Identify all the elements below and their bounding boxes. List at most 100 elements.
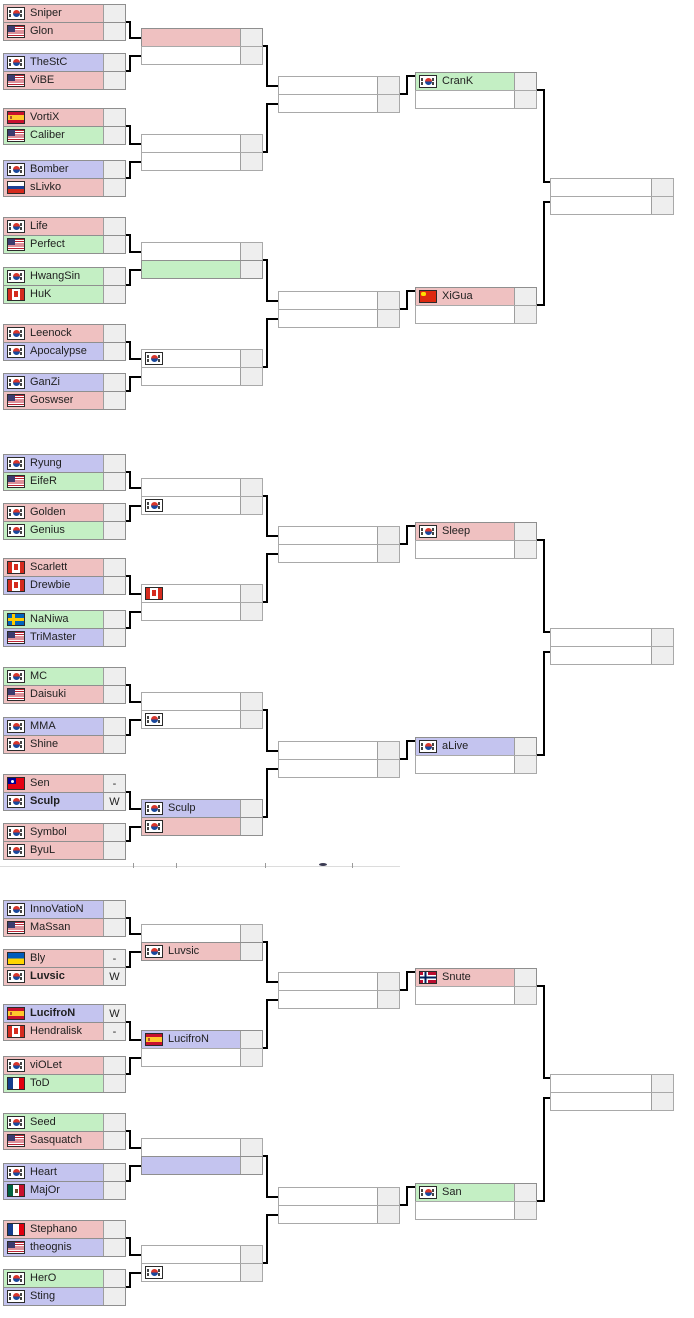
bracket-connector: [129, 341, 131, 360]
bracket-connector: [126, 791, 131, 793]
bracket-connector: [126, 70, 131, 72]
bracket-connector: [263, 601, 268, 603]
score-box: [240, 800, 262, 817]
usa-flag-icon: [7, 394, 25, 407]
bracket-slot: [415, 1201, 537, 1220]
bracket-connector: [126, 284, 131, 286]
bracket-connector: [126, 966, 131, 968]
usa-flag-icon: [7, 688, 25, 701]
player-slot-stephano: Stephano: [3, 1220, 126, 1239]
bracket-connector: [129, 268, 141, 271]
bracket-slot: [141, 46, 263, 65]
bracket-connector: [129, 160, 131, 179]
score-box: [103, 1182, 125, 1199]
bracket-connector: [266, 317, 268, 368]
player-slot-ganzi: GanZi: [3, 373, 126, 392]
bracket-connector: [266, 317, 278, 320]
bracket-connector: [543, 539, 545, 633]
player-name: Bly: [30, 952, 46, 964]
bracket-connector: [263, 259, 268, 261]
bracket-connector: [129, 160, 141, 163]
bracket-connector: [129, 950, 141, 953]
bracket-connector: [129, 1237, 131, 1256]
bracket-connector: [266, 299, 278, 302]
score-box: [103, 522, 125, 539]
score-box: [103, 1057, 125, 1074]
player-slot-trimaster: TriMaster: [3, 628, 126, 647]
player-slot-perfect: Perfect: [3, 235, 126, 254]
canada-flag-icon: [7, 579, 25, 592]
player-slot-theognis: theognis: [3, 1238, 126, 1257]
player-name: Sculp: [168, 802, 196, 814]
player-slot-scarlett: Scarlett: [3, 558, 126, 577]
score-box: [103, 127, 125, 144]
score-box: [240, 1264, 262, 1281]
bracket-slot: [278, 741, 400, 760]
score-box: -: [103, 950, 125, 967]
score-box: [103, 236, 125, 253]
bracket-connector: [129, 1056, 131, 1075]
usa-flag-icon: [7, 238, 25, 251]
bracket-connector: [129, 54, 141, 57]
bracket-connector: [406, 971, 408, 991]
score-box: [240, 368, 262, 385]
bracket-slot: [141, 496, 263, 515]
bracket-connector: [266, 998, 268, 1049]
bracket-connector: [266, 1155, 268, 1198]
player-slot-bomber: Bomber: [3, 160, 126, 179]
score-box: [377, 742, 399, 759]
player-name: MajOr: [30, 1184, 60, 1196]
bracket-connector: [543, 201, 550, 203]
bracket-connector: [406, 525, 408, 545]
player-name: theognis: [30, 1241, 72, 1253]
divider-tick: [133, 863, 134, 868]
bracket-connector: [129, 932, 141, 935]
score-box: [240, 925, 262, 942]
bracket-connector: [126, 1180, 131, 1182]
divider-tick: [352, 863, 353, 868]
player-name: Perfect: [30, 238, 65, 250]
bracket-connector: [129, 684, 131, 703]
player-slot-huk: HuK: [3, 285, 126, 304]
player-slot-lucifron: LucifroN: [141, 1030, 263, 1049]
bracket-connector: [129, 592, 141, 595]
score-box: W: [103, 968, 125, 985]
bracket-connector: [266, 495, 268, 537]
bracket-connector: [406, 290, 408, 310]
player-name: Luvsic: [168, 945, 200, 957]
bracket-slot: [278, 759, 400, 778]
score-box: [651, 629, 673, 646]
score-box: [514, 969, 536, 986]
score-box: [240, 1157, 262, 1174]
bracket-connector: [129, 791, 131, 810]
bracket-slot: [415, 90, 537, 109]
player-name: Scarlett: [30, 561, 68, 573]
player-slot-shine: Shine: [3, 735, 126, 754]
player-slot-caliber: Caliber: [3, 126, 126, 145]
bracket-connector: [129, 21, 131, 39]
score-box: -: [103, 775, 125, 792]
south-korea-flag-icon: [7, 903, 25, 916]
usa-flag-icon: [7, 74, 25, 87]
score-box: [103, 559, 125, 576]
bracket-connector: [543, 1097, 545, 1202]
player-name: TriMaster: [30, 631, 77, 643]
player-slot-mc: MC: [3, 667, 126, 686]
score-box: [514, 306, 536, 323]
bracket-connector: [129, 486, 141, 489]
score-box: [514, 1184, 536, 1201]
player-slot-bly: Bly -: [3, 949, 126, 968]
score-box: -: [103, 1023, 125, 1040]
south-korea-flag-icon: [7, 457, 25, 470]
player-name: Life: [30, 220, 48, 232]
score-box: [377, 310, 399, 327]
player-slot-hendralisk: Hendralisk-: [3, 1022, 126, 1041]
ukraine-flag-icon: [7, 952, 25, 965]
south-korea-flag-icon: [419, 75, 437, 88]
score-box: W: [103, 1005, 125, 1022]
bracket-connector: [129, 1146, 141, 1149]
bracket-connector: [263, 366, 268, 368]
player-name: TheStC: [30, 56, 68, 68]
